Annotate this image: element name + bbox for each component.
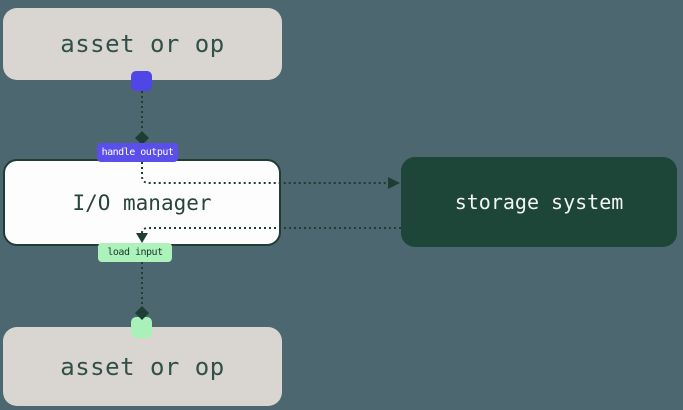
badge-handle-output-label: handle output	[101, 147, 174, 158]
node-storage-system-label: storage system	[454, 190, 624, 214]
node-asset-or-op-bottom: asset or op	[3, 327, 282, 406]
input-port-square	[131, 317, 152, 338]
badge-load-input: load input	[98, 243, 172, 262]
node-io-manager: I/O manager	[3, 159, 281, 246]
triangle-right-arrowhead	[388, 177, 400, 189]
node-storage-system: storage system	[401, 157, 677, 247]
output-port-square	[131, 71, 152, 91]
node-asset-or-op-top: asset or op	[3, 8, 282, 80]
node-io-manager-label: I/O manager	[72, 190, 212, 215]
badge-load-input-label: load input	[107, 247, 163, 258]
node-asset-or-op-bottom-label: asset or op	[60, 352, 225, 381]
badge-handle-output: handle output	[97, 143, 178, 162]
node-asset-or-op-top-label: asset or op	[60, 30, 225, 58]
